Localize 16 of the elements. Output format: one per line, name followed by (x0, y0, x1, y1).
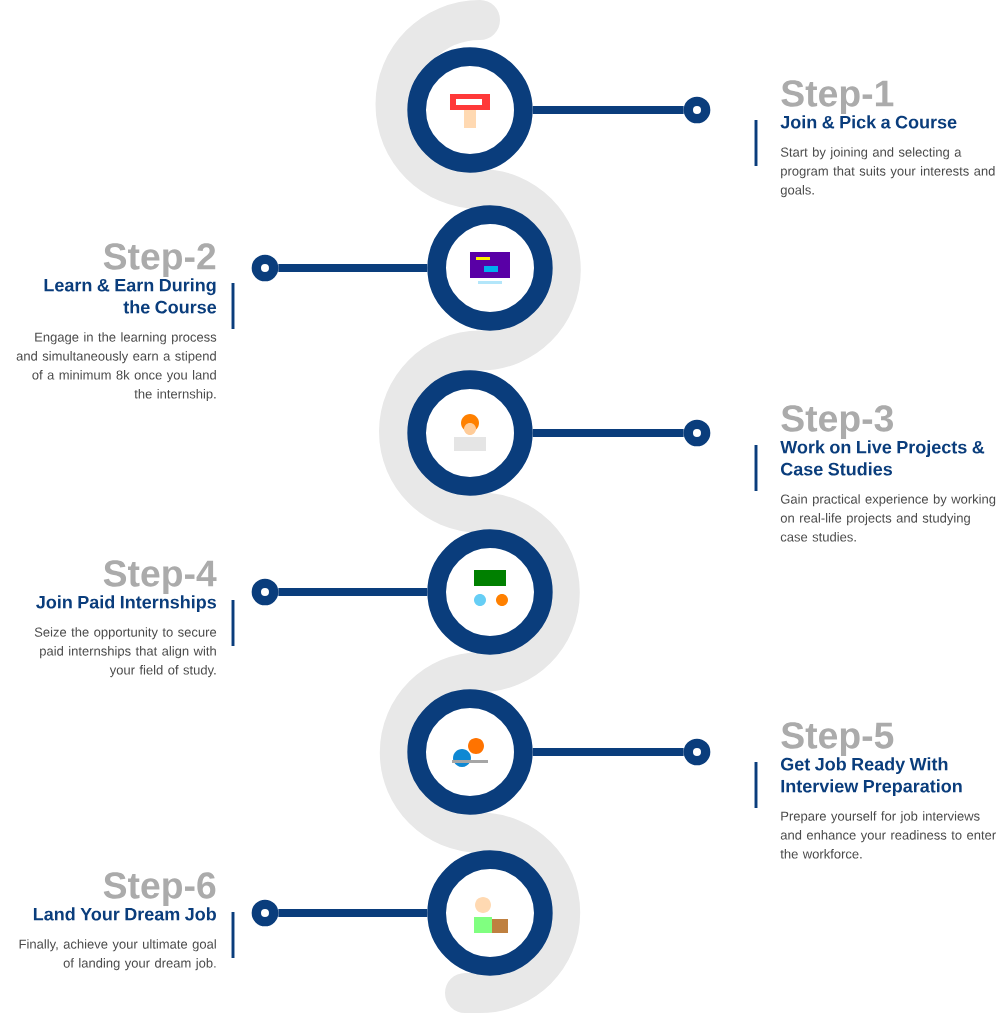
pin-dot (683, 419, 711, 447)
step-text: Step-1 Join & Pick a Course Start by joining and selecting a program that suits your interests and goals. (780, 80, 995, 198)
pin-dot (683, 738, 711, 766)
pin-dot (251, 899, 279, 927)
pin-dot (683, 96, 711, 124)
pin-dot (251, 254, 279, 282)
pin-circle (427, 850, 553, 976)
pin-circle (407, 370, 533, 496)
step-text: Step-5 Get Job Ready With Interview Preparation Prepare yourself for job interviews and enhance your readiness to enter the workforce. (780, 722, 996, 859)
pin-circle (427, 529, 553, 655)
step-text: Step-6 Land Your Dream Job Finally, achieve your ultimate goal of landing your dream job. (19, 872, 216, 971)
pin-dot (251, 578, 279, 606)
step-text: Step-4 Join Paid Internships Seize the opportunity to secure paid internships that align with your field of study. (34, 560, 217, 678)
step-text: Step-3 Work on Live Projects & Case Studies Gain practical experience by working on real-life projects and studying case studies. (780, 405, 996, 542)
step-text: Step-2 Learn & Earn During the Course Engage in the learning process and simultaneously earn a stipend of a minimum 8k once you land the internship. (16, 243, 217, 402)
pin-circle (407, 689, 533, 815)
